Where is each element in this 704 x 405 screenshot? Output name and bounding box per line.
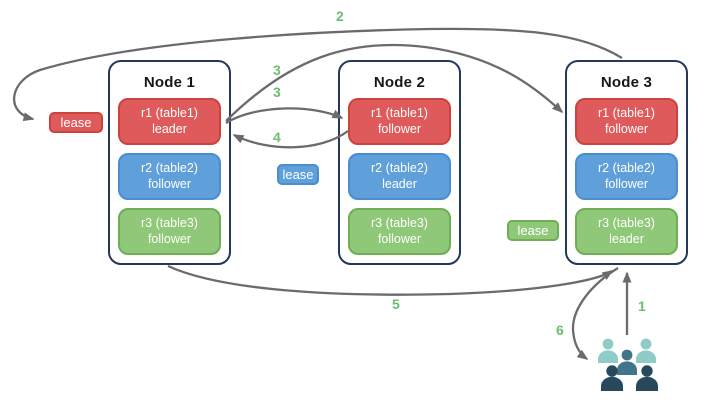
node2-replica-r1: r1 (table1) follower (348, 98, 451, 145)
replica-label: r1 (table1) (371, 106, 428, 121)
replica-role: follower (147, 176, 192, 191)
step-label-3b: 3 (273, 84, 281, 100)
node-2: Node 2 r1 (table1) follower r2 (table2) … (338, 60, 461, 265)
replica-role: leader (382, 176, 417, 191)
replica-role: follower (377, 231, 422, 246)
replica-label: r1 (table1) (598, 106, 655, 121)
step-label-2: 2 (336, 8, 344, 24)
node2-replica-r3: r3 (table3) follower (348, 208, 451, 255)
lease-tag-r2: lease (277, 164, 319, 185)
replica-role: follower (377, 121, 422, 136)
arrow-step-5-leader-to-gateway (167, 264, 614, 296)
replica-label: r2 (table2) (371, 161, 428, 176)
replica-label: r2 (table2) (141, 161, 198, 176)
node-3-title: Node 3 (600, 74, 653, 91)
node1-replica-r3: r3 (table3) follower (118, 208, 221, 255)
node1-replica-r2: r2 (table2) follower (118, 153, 221, 200)
replica-role: leader (152, 121, 187, 136)
replica-label: r3 (table3) (371, 216, 428, 231)
replica-label: r3 (table3) (598, 216, 655, 231)
node-1-title: Node 1 (143, 74, 196, 91)
node1-replica-r1: r1 (table1) leader (118, 98, 221, 145)
node-2-title: Node 2 (373, 74, 426, 91)
node3-replica-r1: r1 (table1) follower (575, 98, 678, 145)
step-label-3a: 3 (273, 62, 281, 78)
replica-role: follower (604, 121, 649, 136)
replica-label: r3 (table3) (141, 216, 198, 231)
node-1: Node 1 r1 (table1) leader r2 (table2) fo… (108, 60, 231, 265)
arrow-step-4-node2-ack-to-leader (232, 130, 349, 149)
arrow-step-3-leader-to-node2 (225, 107, 344, 124)
node3-replica-r3: r3 (table3) leader (575, 208, 678, 255)
replica-role: follower (604, 176, 649, 191)
node-3: Node 3 r1 (table1) follower r2 (table2) … (565, 60, 688, 265)
replica-label: r1 (table1) (141, 106, 198, 121)
node3-replica-r2: r2 (table2) follower (575, 153, 678, 200)
arrow-step-6-gateway-to-user (571, 267, 619, 360)
lease-tag-r3: lease (507, 220, 559, 241)
users-group-icon (598, 338, 658, 391)
replica-label: r2 (table2) (598, 161, 655, 176)
arrow-step-2-gateway-to-lease (13, 27, 623, 122)
step-label-6: 6 (556, 322, 564, 338)
lease-tag-r1: lease (49, 112, 103, 133)
step-label-1: 1 (638, 298, 646, 314)
node2-replica-r2: r2 (table2) leader (348, 153, 451, 200)
step-label-5: 5 (392, 296, 400, 312)
replica-role: leader (609, 231, 644, 246)
step-label-4: 4 (273, 129, 281, 145)
replica-role: follower (147, 231, 192, 246)
